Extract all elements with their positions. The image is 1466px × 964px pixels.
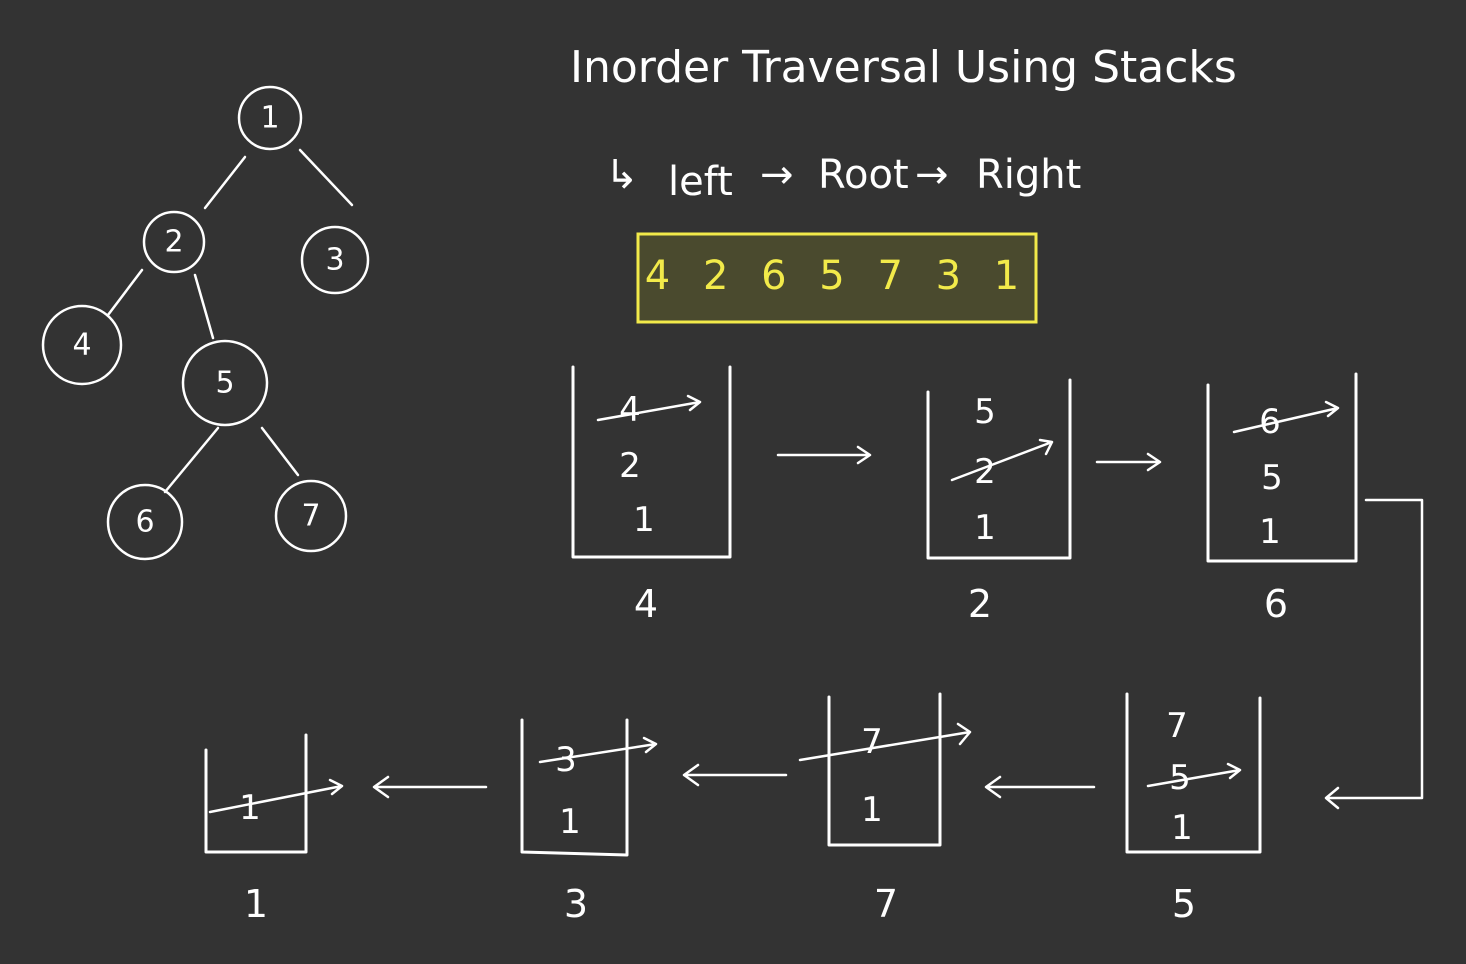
pop-strike-arrow xyxy=(596,394,702,422)
stack-item: 5 xyxy=(974,392,996,432)
tree-node-circle xyxy=(237,85,303,151)
tree-node-2: 2 xyxy=(164,225,183,260)
stack-5: 7 1 7 xyxy=(798,692,972,926)
stack-item: 1 xyxy=(1171,808,1193,848)
tree-node-circle xyxy=(142,210,206,274)
tree-edge-5-6 xyxy=(163,426,220,494)
title: Inorder Traversal Using Stacks xyxy=(570,42,1237,93)
tree-node-3: 3 xyxy=(325,243,344,278)
result-sequence: 4 2 6 5 7 3 1 xyxy=(645,253,1029,299)
stack-item: 1 xyxy=(559,802,581,842)
stack-item: 4 xyxy=(619,390,641,430)
tree-node-4: 4 xyxy=(72,328,91,363)
tree-edge-2-5 xyxy=(193,273,215,340)
stack-container xyxy=(571,365,732,559)
tree-node-1: 1 xyxy=(260,101,279,136)
tree-node-7: 7 xyxy=(301,499,320,534)
tree-edge-2-4 xyxy=(106,268,144,317)
stack-caption: 6 xyxy=(1264,582,1288,626)
subtitle-hook: ↳ xyxy=(605,152,639,198)
pop-strike-arrow xyxy=(538,736,658,764)
result-box xyxy=(636,232,1038,324)
stack-item: 1 xyxy=(633,500,655,540)
stack-3: 6 5 1 6 xyxy=(1206,372,1358,626)
connector-arrow-icon xyxy=(1324,498,1424,810)
stack-item: 2 xyxy=(974,452,996,492)
flow-arrow-icon xyxy=(682,763,788,787)
stack-item: 1 xyxy=(861,790,883,830)
subtitle-root: Root xyxy=(818,152,909,198)
subtitle-left: left xyxy=(668,159,733,205)
stack-item: 6 xyxy=(1259,402,1281,442)
tree-node-circle xyxy=(274,479,348,553)
pop-strike-arrow xyxy=(950,438,1054,482)
subtitle-arrow-1: → xyxy=(760,152,794,198)
stack-caption: 7 xyxy=(874,882,898,926)
tree-node-circle xyxy=(181,339,269,427)
stack-item: 1 xyxy=(1259,512,1281,552)
stack-container xyxy=(926,378,1072,560)
subtitle-arrow-2: → xyxy=(915,152,949,198)
stack-item: 7 xyxy=(861,722,883,762)
stack-7: 1 1 xyxy=(204,733,344,926)
pop-strike-arrow xyxy=(1146,762,1242,788)
stack-container xyxy=(520,718,629,857)
stack-4: 7 5 1 5 xyxy=(1125,692,1262,926)
stack-caption: 1 xyxy=(244,882,268,926)
tree-edge-1-2 xyxy=(203,155,247,210)
tree-node-5: 5 xyxy=(215,366,234,401)
stack-item: 2 xyxy=(619,446,641,486)
tree-edge-5-7 xyxy=(260,426,300,477)
stack-container xyxy=(1206,372,1358,563)
stack-caption: 5 xyxy=(1172,882,1196,926)
stack-2: 5 2 1 2 xyxy=(926,378,1072,626)
subtitle: ↳ left → Root → Right xyxy=(605,152,1081,205)
tree-edge-1-3 xyxy=(298,148,354,207)
subtitle-right: Right xyxy=(976,152,1081,198)
pop-strike-arrow xyxy=(1232,400,1340,434)
flow-arrow-icon xyxy=(776,445,872,465)
tree-node-6: 6 xyxy=(135,505,154,540)
flow-arrow-icon xyxy=(372,775,488,799)
stack-caption: 2 xyxy=(968,582,992,626)
stack-container xyxy=(1125,692,1262,854)
stack-item: 7 xyxy=(1166,706,1188,746)
stack-container xyxy=(827,692,942,847)
stack-item: 5 xyxy=(1261,458,1283,498)
stack-item: 3 xyxy=(555,740,577,780)
flow-arrow-icon xyxy=(984,775,1096,799)
tree-node-circle xyxy=(300,225,370,295)
stack-item: 1 xyxy=(239,788,261,828)
stack-item: 5 xyxy=(1169,758,1191,798)
stack-6: 3 1 3 xyxy=(520,718,658,926)
stack-caption: 3 xyxy=(564,882,588,926)
pop-strike-arrow xyxy=(208,778,344,814)
stack-caption: 4 xyxy=(634,582,658,626)
tree-node-circle xyxy=(106,483,184,561)
flow-arrow-icon xyxy=(1095,452,1162,472)
stack-item: 1 xyxy=(974,508,996,548)
binary-tree: 1 2 3 4 5 6 7 xyxy=(41,85,370,561)
stack-1: 4 2 1 4 xyxy=(571,365,732,626)
tree-node-circle xyxy=(41,304,123,386)
pop-strike-arrow xyxy=(798,722,972,762)
